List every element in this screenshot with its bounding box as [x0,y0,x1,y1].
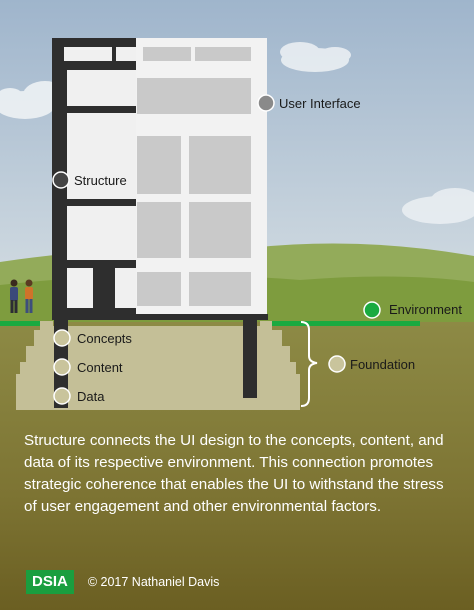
footer: DSIA © 2017 Nathaniel Davis [26,570,219,594]
right-pile [243,320,257,398]
concepts-marker [53,329,71,347]
foundation-marker [328,355,346,373]
structure-label: Structure [74,173,127,188]
copyright-text: © 2017 Nathaniel Davis [87,575,220,589]
environment-line-left [0,321,45,326]
user-interface-marker [257,94,275,112]
people [10,279,33,313]
foundation-brace [300,321,318,407]
data-label: Data [77,389,105,404]
content-label: Content [77,360,123,375]
structure-marker [52,171,70,189]
content-marker [53,358,71,376]
dsia-badge: DSIA [26,570,74,594]
environment-marker [363,301,381,319]
structure-openings [64,47,136,308]
cloud-far-right [402,188,474,224]
foundation-label: Foundation [350,357,415,372]
environment-line-right [268,321,420,326]
caption: Structure connects the UI design to the … [24,432,444,515]
data-marker [53,387,71,405]
cloud-right [280,42,351,72]
ui-panels [137,47,251,306]
foundation-block [16,321,300,410]
user-interface-label: User Interface [279,96,361,111]
ground-slab [52,314,268,320]
environment-label: Environment [389,302,462,317]
concepts-label: Concepts [77,331,132,346]
